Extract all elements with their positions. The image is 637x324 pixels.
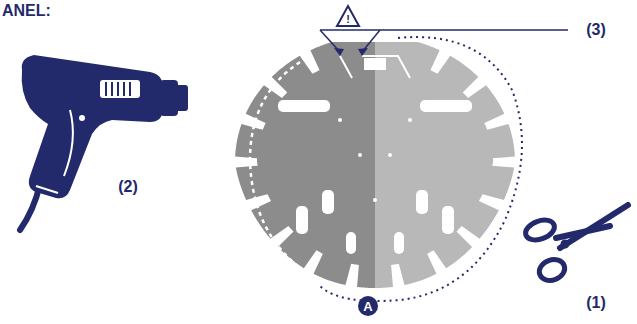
callout-circle bbox=[358, 296, 378, 316]
panel-hole bbox=[408, 118, 412, 122]
panel-hole bbox=[358, 153, 362, 157]
warning-triangle bbox=[337, 6, 359, 26]
callout-letter: A bbox=[363, 300, 372, 313]
callout-number: (3) bbox=[586, 22, 606, 38]
panel-left-half bbox=[235, 42, 375, 288]
panel-slot bbox=[416, 190, 428, 214]
warning-mark: ! bbox=[346, 14, 350, 25]
panel-clip bbox=[364, 58, 386, 70]
panel-bracket bbox=[340, 56, 410, 78]
panel-slot bbox=[420, 100, 472, 112]
outer-cut-line bbox=[320, 37, 522, 301]
inner-cut-line bbox=[250, 62, 375, 290]
callout-number: (2) bbox=[118, 179, 138, 195]
arrow-head bbox=[334, 48, 368, 56]
panel-slot bbox=[278, 100, 330, 112]
panel-slot bbox=[296, 206, 308, 234]
scissors bbox=[523, 205, 628, 284]
panel-slot bbox=[322, 190, 334, 214]
callout-number: (1) bbox=[586, 295, 606, 311]
leader-line bbox=[320, 30, 568, 52]
panel-slot bbox=[394, 232, 404, 254]
panel-slot bbox=[442, 206, 454, 234]
panel-hole bbox=[338, 118, 342, 122]
insulation-panel bbox=[235, 42, 515, 288]
panel-hole bbox=[388, 153, 392, 157]
panel-right-half bbox=[375, 42, 515, 288]
panel-hole bbox=[373, 198, 377, 202]
panel-slot bbox=[346, 232, 356, 254]
panel-heading: ANEL: bbox=[2, 3, 51, 19]
heat-gun bbox=[20, 55, 188, 230]
